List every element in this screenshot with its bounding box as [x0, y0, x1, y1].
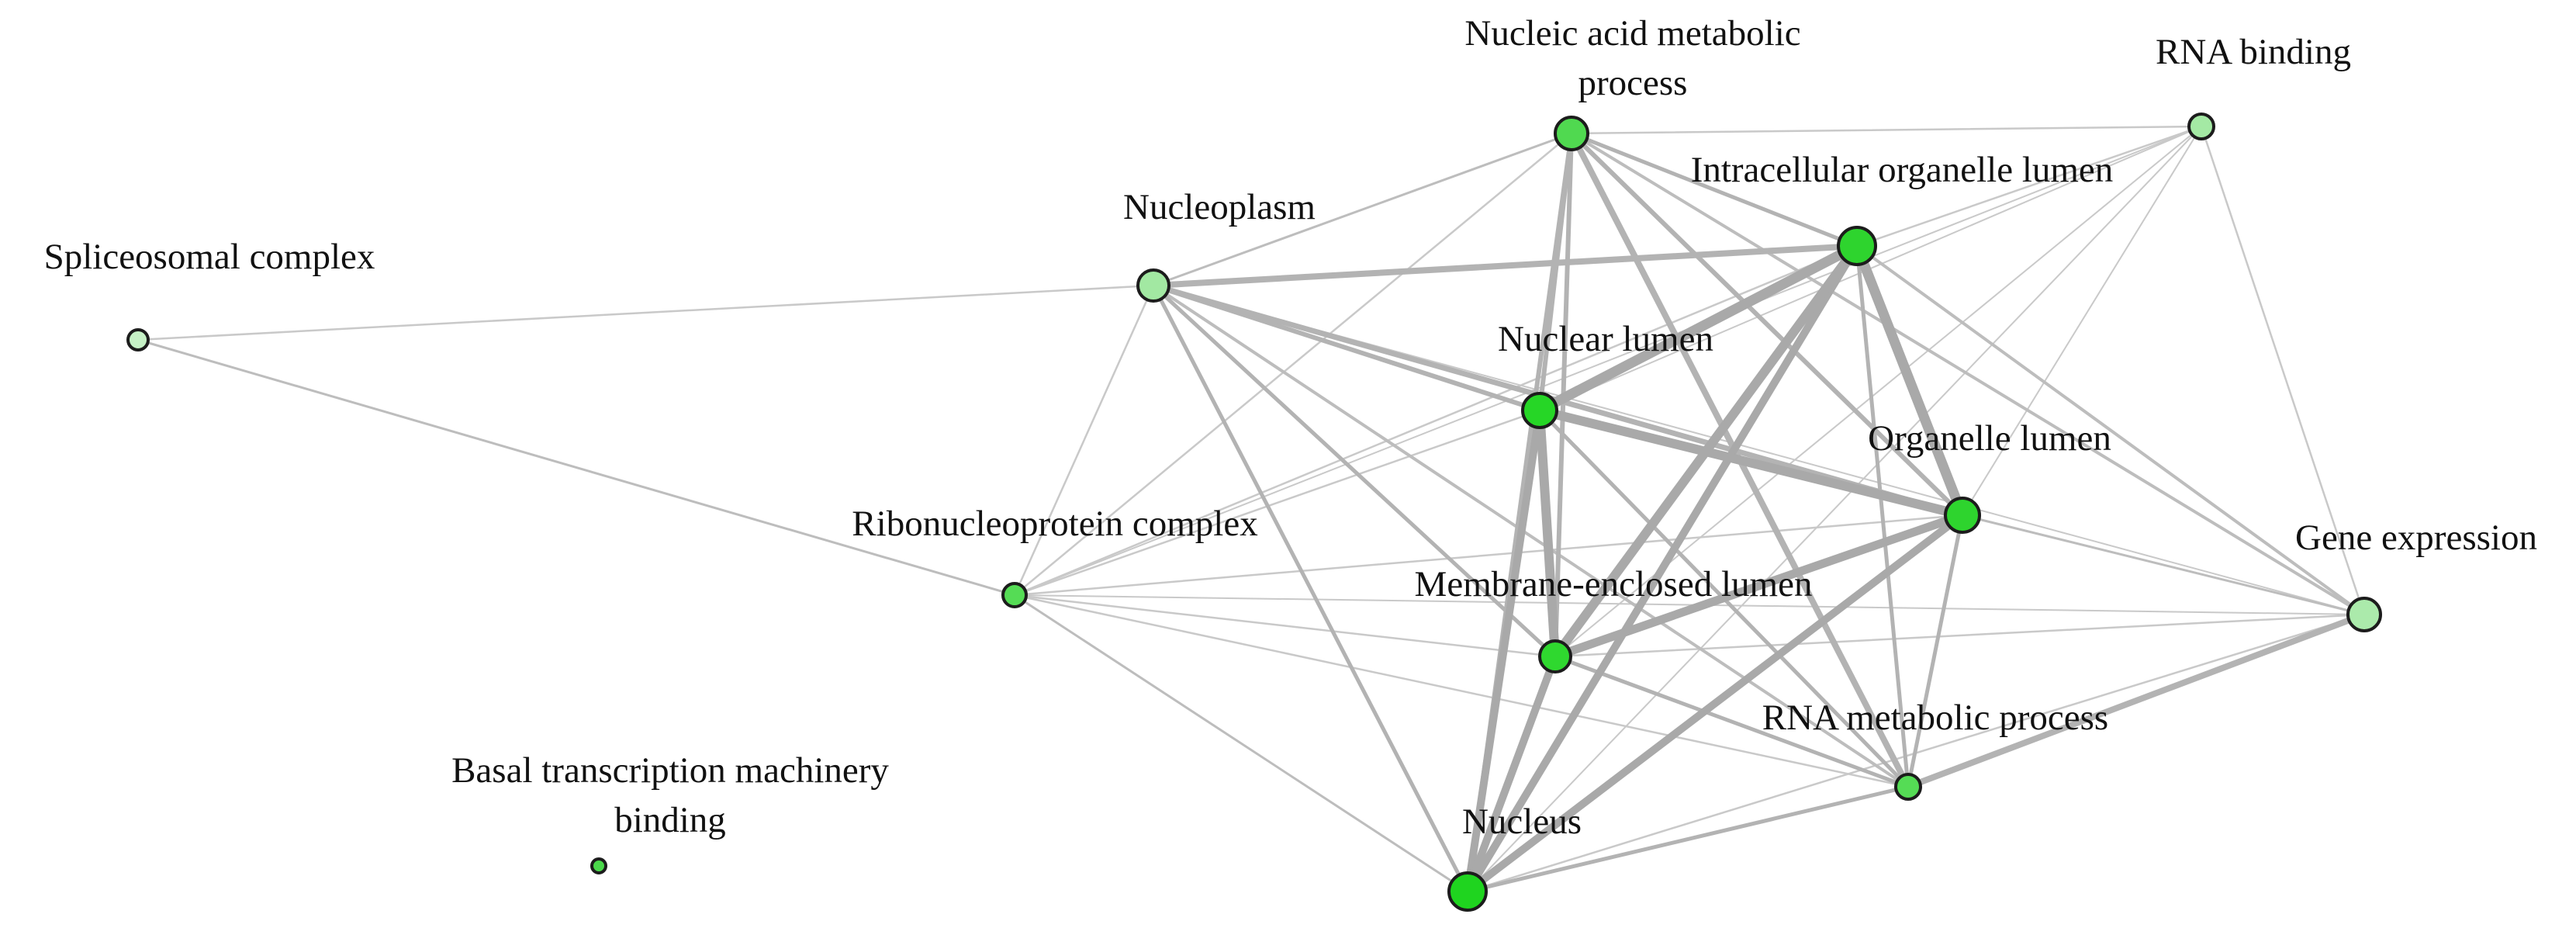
edge-MEL-GE: [1554, 613, 2366, 658]
nodes-layer: [126, 113, 2382, 912]
node-NL[interactable]: [1521, 392, 1558, 429]
edge-RMP-RNP: [1013, 594, 1910, 788]
node-NU[interactable]: [1447, 871, 1488, 912]
edge-RMP-GE: [1905, 611, 2367, 790]
node-label-RB: RNA binding: [2156, 32, 2351, 72]
node-RNP[interactable]: [1001, 582, 1028, 608]
edges-layer: [137, 125, 2367, 895]
node-GE[interactable]: [2346, 597, 2382, 632]
edge-OL-NU: [1464, 511, 1966, 895]
node-label-RNP: Ribonucleoprotein complex: [852, 504, 1257, 544]
edge-SC-NP: [137, 284, 1155, 341]
edge-NAMP-RB: [1570, 125, 2203, 135]
edge-NP-MEL: [1151, 283, 1558, 659]
node-label-RMP: RNA metabolic process: [1762, 698, 2108, 738]
edge-OL-MEL: [1551, 511, 1967, 661]
edge-NAMP-GE: [1570, 132, 2366, 616]
edge-NAMP-OL: [1569, 131, 1965, 518]
node-label-NP: Nucleoplasm: [1123, 187, 1316, 227]
node-label-SC: Spliceosomal complex: [44, 237, 375, 277]
edge-NP-NAMP: [1152, 132, 1573, 287]
node-label-IOL: Intracellular organelle lumen: [1691, 150, 2114, 190]
node-label-NU: Nucleus: [1462, 802, 1582, 842]
node-IOL[interactable]: [1837, 226, 1877, 266]
edge-MEL-NU: [1464, 653, 1559, 895]
edge-NAMP-RNP: [1013, 132, 1573, 597]
labels-layer: Spliceosomal complex Nucleoplasm Nucleic a…: [44, 13, 2537, 842]
node-MEL[interactable]: [1538, 639, 1572, 673]
node-label-GE: Gene expression: [2295, 518, 2537, 558]
edge-NU-RNP: [1013, 594, 1469, 893]
edge-NL-MEL: [1535, 406, 1560, 661]
node-SC[interactable]: [126, 328, 150, 351]
edge-NP-NU: [1151, 283, 1470, 894]
edge-NL-NU: [1464, 407, 1544, 895]
edge-OL-RNP: [1013, 514, 1964, 597]
edge-IOL-RMP: [1855, 244, 1910, 789]
edge-IOL-RNP: [1013, 244, 1859, 597]
edge-IOL-OL: [1852, 241, 1968, 521]
edge-NL-OL: [1535, 406, 1967, 520]
edge-IOL-GE: [1855, 244, 2366, 616]
edge-IOL-NU: [1464, 242, 1861, 895]
node-label-NL: Nuclear lumen: [1498, 319, 1713, 359]
edge-RB-OL: [1962, 126, 2202, 516]
edge-NAMP-IOL: [1569, 131, 1859, 248]
node-label-MEL: Membrane-enclosed lumen: [1415, 564, 1813, 604]
edge-SC-RNP: [137, 338, 1016, 597]
edge-RB-GE: [2200, 125, 2366, 616]
edge-MEL-RMP: [1553, 654, 1910, 789]
edge-NU-RMP: [1465, 784, 1910, 894]
node-RMP[interactable]: [1894, 773, 1922, 801]
node-OL[interactable]: [1944, 497, 1981, 534]
edge-NP-RNP: [1013, 284, 1155, 597]
edge-RB-IOL: [1855, 125, 2203, 248]
node-label-OL: Organelle lumen: [1868, 418, 2111, 459]
edge-OL-GE: [1961, 514, 2366, 616]
edge-MEL-RNP: [1013, 594, 1557, 658]
edge-NP-IOL: [1150, 243, 1860, 289]
edge-IOL-NL: [1534, 241, 1862, 416]
edge-NP-RMP: [1152, 284, 1910, 788]
node-BTMB[interactable]: [590, 857, 607, 874]
edge-RNP-GE: [1014, 594, 2365, 615]
edge-RB-NU: [1467, 126, 2202, 892]
edge-RB-RNP: [1014, 126, 2202, 596]
node-RB[interactable]: [2187, 113, 2215, 140]
node-NAMP[interactable]: [1554, 116, 1589, 151]
node-NP[interactable]: [1136, 268, 1170, 303]
edge-NL-RNP: [1013, 409, 1541, 597]
edge-OL-RMP: [1906, 513, 1965, 789]
